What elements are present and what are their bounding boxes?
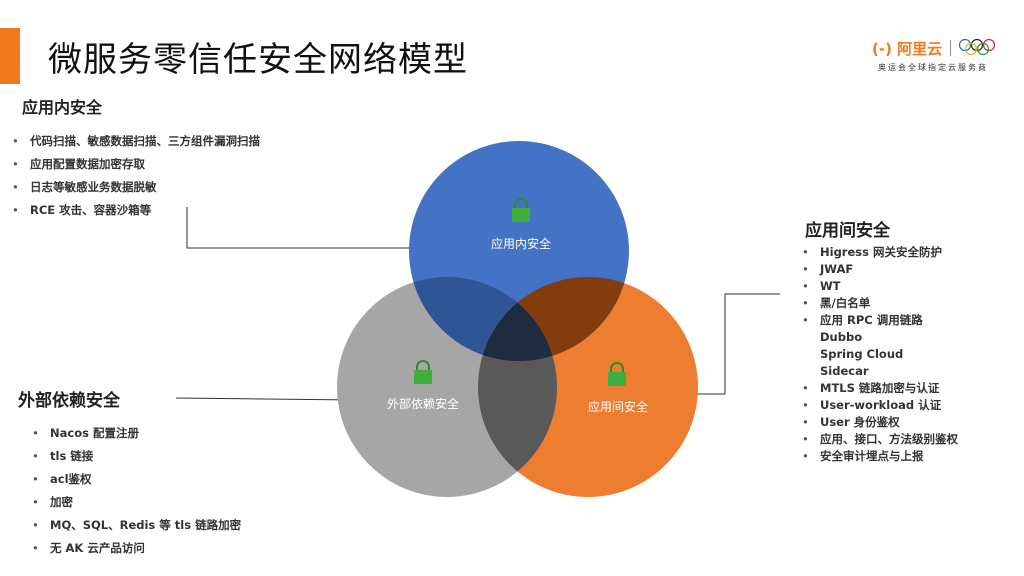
list-item: • 黑/白名单 [802, 295, 958, 312]
list-item-text: 应用、接口、方法级别鉴权 [820, 432, 958, 446]
external-dependency-security-list: • Nacos 配置注册 • tls 链接 • acl鉴权 • 加密 • MQ、SQL、Redis… [32, 424, 241, 562]
bullet-marker: • [802, 296, 809, 310]
bullet-marker: • [32, 426, 39, 440]
list-item: • WT [802, 278, 958, 295]
list-item-text: Sidecar [820, 364, 869, 378]
bullet-marker: • [802, 313, 809, 327]
list-item-text: tls 链接 [50, 449, 94, 463]
bullet-marker: • [12, 203, 19, 217]
section-heading-in-app: 应用内安全 [22, 98, 103, 117]
bullet-marker: • [32, 495, 39, 509]
section-heading-inter-app: 应用间安全 [805, 221, 890, 241]
list-item-text: Nacos 配置注册 [50, 426, 139, 440]
list-item-text: User-workload 认证 [820, 398, 942, 412]
list-item-text: 加密 [50, 495, 73, 509]
list-item: • 应用 RPC 调用链路 [802, 312, 958, 329]
alibaba-cloud-logo: (-) 阿里云 奥运会全球指定云服务商 [872, 38, 1012, 78]
list-item: •Dubbo [802, 329, 958, 346]
list-item-text: 无 AK 云产品访问 [50, 541, 145, 555]
bullet-marker: • [32, 541, 39, 555]
bullet-marker: • [802, 432, 809, 446]
list-item: • RCE 攻击、容器沙箱等 [12, 201, 260, 224]
list-item: • 代码扫描、敏感数据扫描、三方组件漏洞扫描 [12, 132, 260, 155]
list-item: •Sidecar [802, 363, 958, 380]
bullet-marker: • [12, 180, 19, 194]
venn-label-external: 外部依赖安全 [387, 396, 459, 411]
venn-label-in-app: 应用内安全 [491, 236, 551, 251]
bullet-marker: • [32, 449, 39, 463]
bullet-marker: • [32, 472, 39, 486]
list-item: • User 身份鉴权 [802, 414, 958, 431]
list-item: • JWAF [802, 261, 958, 278]
lock-icon [608, 362, 626, 386]
list-item-text: MTLS 链路加密与认证 [820, 381, 940, 395]
list-item-text: 应用配置数据加密存取 [30, 157, 145, 171]
list-item-text: 日志等敏感业务数据脱敏 [30, 180, 157, 194]
list-item-text: 安全审计埋点与上报 [820, 449, 924, 463]
connector-inter-app [672, 293, 780, 395]
section-heading-external: 外部依赖安全 [18, 391, 120, 411]
list-item: • User-workload 认证 [802, 397, 958, 414]
list-item-text: User 身份鉴权 [820, 415, 900, 429]
logo-slogan: 奥运会全球指定云服务商 [878, 63, 988, 72]
lock-icon [512, 198, 530, 222]
list-item-text: 黑/白名单 [820, 296, 871, 310]
bullet-marker: • [802, 449, 809, 463]
list-item: • MTLS 链路加密与认证 [802, 380, 958, 397]
list-item: • MQ、SQL、Redis 等 tls 链路加密 [32, 516, 241, 539]
connector-in-app [186, 207, 410, 249]
list-item: • 无 AK 云产品访问 [32, 539, 241, 562]
inter-app-security-list: • Higress 网关安全防护 • JWAF • WT • 黑/白名单 • 应用 RPC 调用链… [802, 244, 958, 465]
list-item: • 应用配置数据加密存取 [12, 155, 260, 178]
list-item-text: acl鉴权 [50, 472, 92, 486]
bullet-marker: • [12, 157, 19, 171]
lock-icon [414, 360, 432, 384]
list-item: • 加密 [32, 493, 241, 516]
connector-external [175, 397, 357, 401]
bullet-marker: • [802, 262, 809, 276]
bullet-marker: • [802, 398, 809, 412]
list-item: • acl鉴权 [32, 470, 241, 493]
bullet-marker: • [32, 518, 39, 532]
logo-brand-text: (-) 阿里云 [872, 40, 943, 58]
bullet-marker: • [802, 245, 809, 259]
list-item: • 日志等敏感业务数据脱敏 [12, 178, 260, 201]
list-item: • Higress 网关安全防护 [802, 244, 958, 261]
list-item: • 应用、接口、方法级别鉴权 [802, 431, 958, 448]
list-item: •Spring Cloud [802, 346, 958, 363]
list-item-text: RCE 攻击、容器沙箱等 [30, 203, 152, 217]
bullet-marker: • [802, 381, 809, 395]
list-item-text: Dubbo [820, 330, 863, 344]
list-item-text: JWAF [820, 262, 854, 276]
list-item-text: 应用 RPC 调用链路 [820, 313, 923, 327]
logo-divider [950, 40, 951, 56]
list-item-text: Spring Cloud [820, 347, 904, 361]
list-item-text: WT [820, 279, 841, 293]
bullet-marker: • [802, 415, 809, 429]
list-item-text: 代码扫描、敏感数据扫描、三方组件漏洞扫描 [30, 134, 260, 148]
overlap-center [478, 277, 557, 361]
bullet-marker: • [802, 279, 809, 293]
list-item: • tls 链接 [32, 447, 241, 470]
list-item-text: Higress 网关安全防护 [820, 245, 942, 259]
list-item: • 安全审计埋点与上报 [802, 448, 958, 465]
olympic-rings-icon [958, 38, 996, 56]
list-item-text: MQ、SQL、Redis 等 tls 链路加密 [50, 518, 242, 532]
list-item: • Nacos 配置注册 [32, 424, 241, 447]
bullet-marker: • [12, 134, 19, 148]
title-accent-bar [0, 28, 20, 84]
venn-label-inter-app: 应用间安全 [588, 399, 648, 414]
page-title: 微服务零信任安全网络模型 [48, 40, 468, 80]
in-app-security-list: • 代码扫描、敏感数据扫描、三方组件漏洞扫描 • 应用配置数据加密存取 • 日志等敏感业务… [12, 132, 260, 224]
